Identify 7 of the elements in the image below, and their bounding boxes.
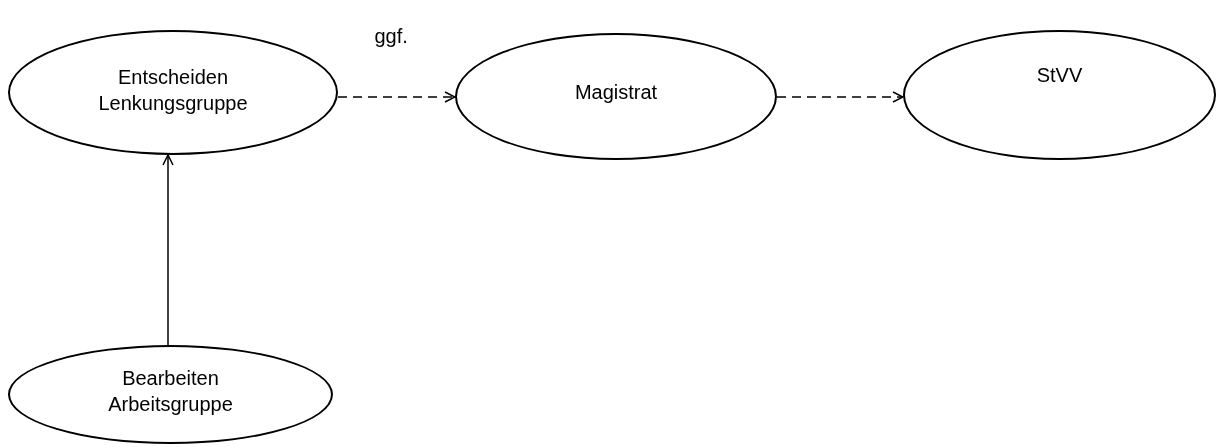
node-label: StVV <box>1036 63 1083 88</box>
node-label: Magistrat <box>574 80 658 105</box>
arrow <box>162 154 174 346</box>
arrow <box>337 91 456 103</box>
node-label: Bearbeiten Arbeitsgruppe <box>107 366 234 417</box>
node-label: Entscheiden Lenkungsgruppe <box>97 65 249 116</box>
arrow <box>776 91 904 103</box>
